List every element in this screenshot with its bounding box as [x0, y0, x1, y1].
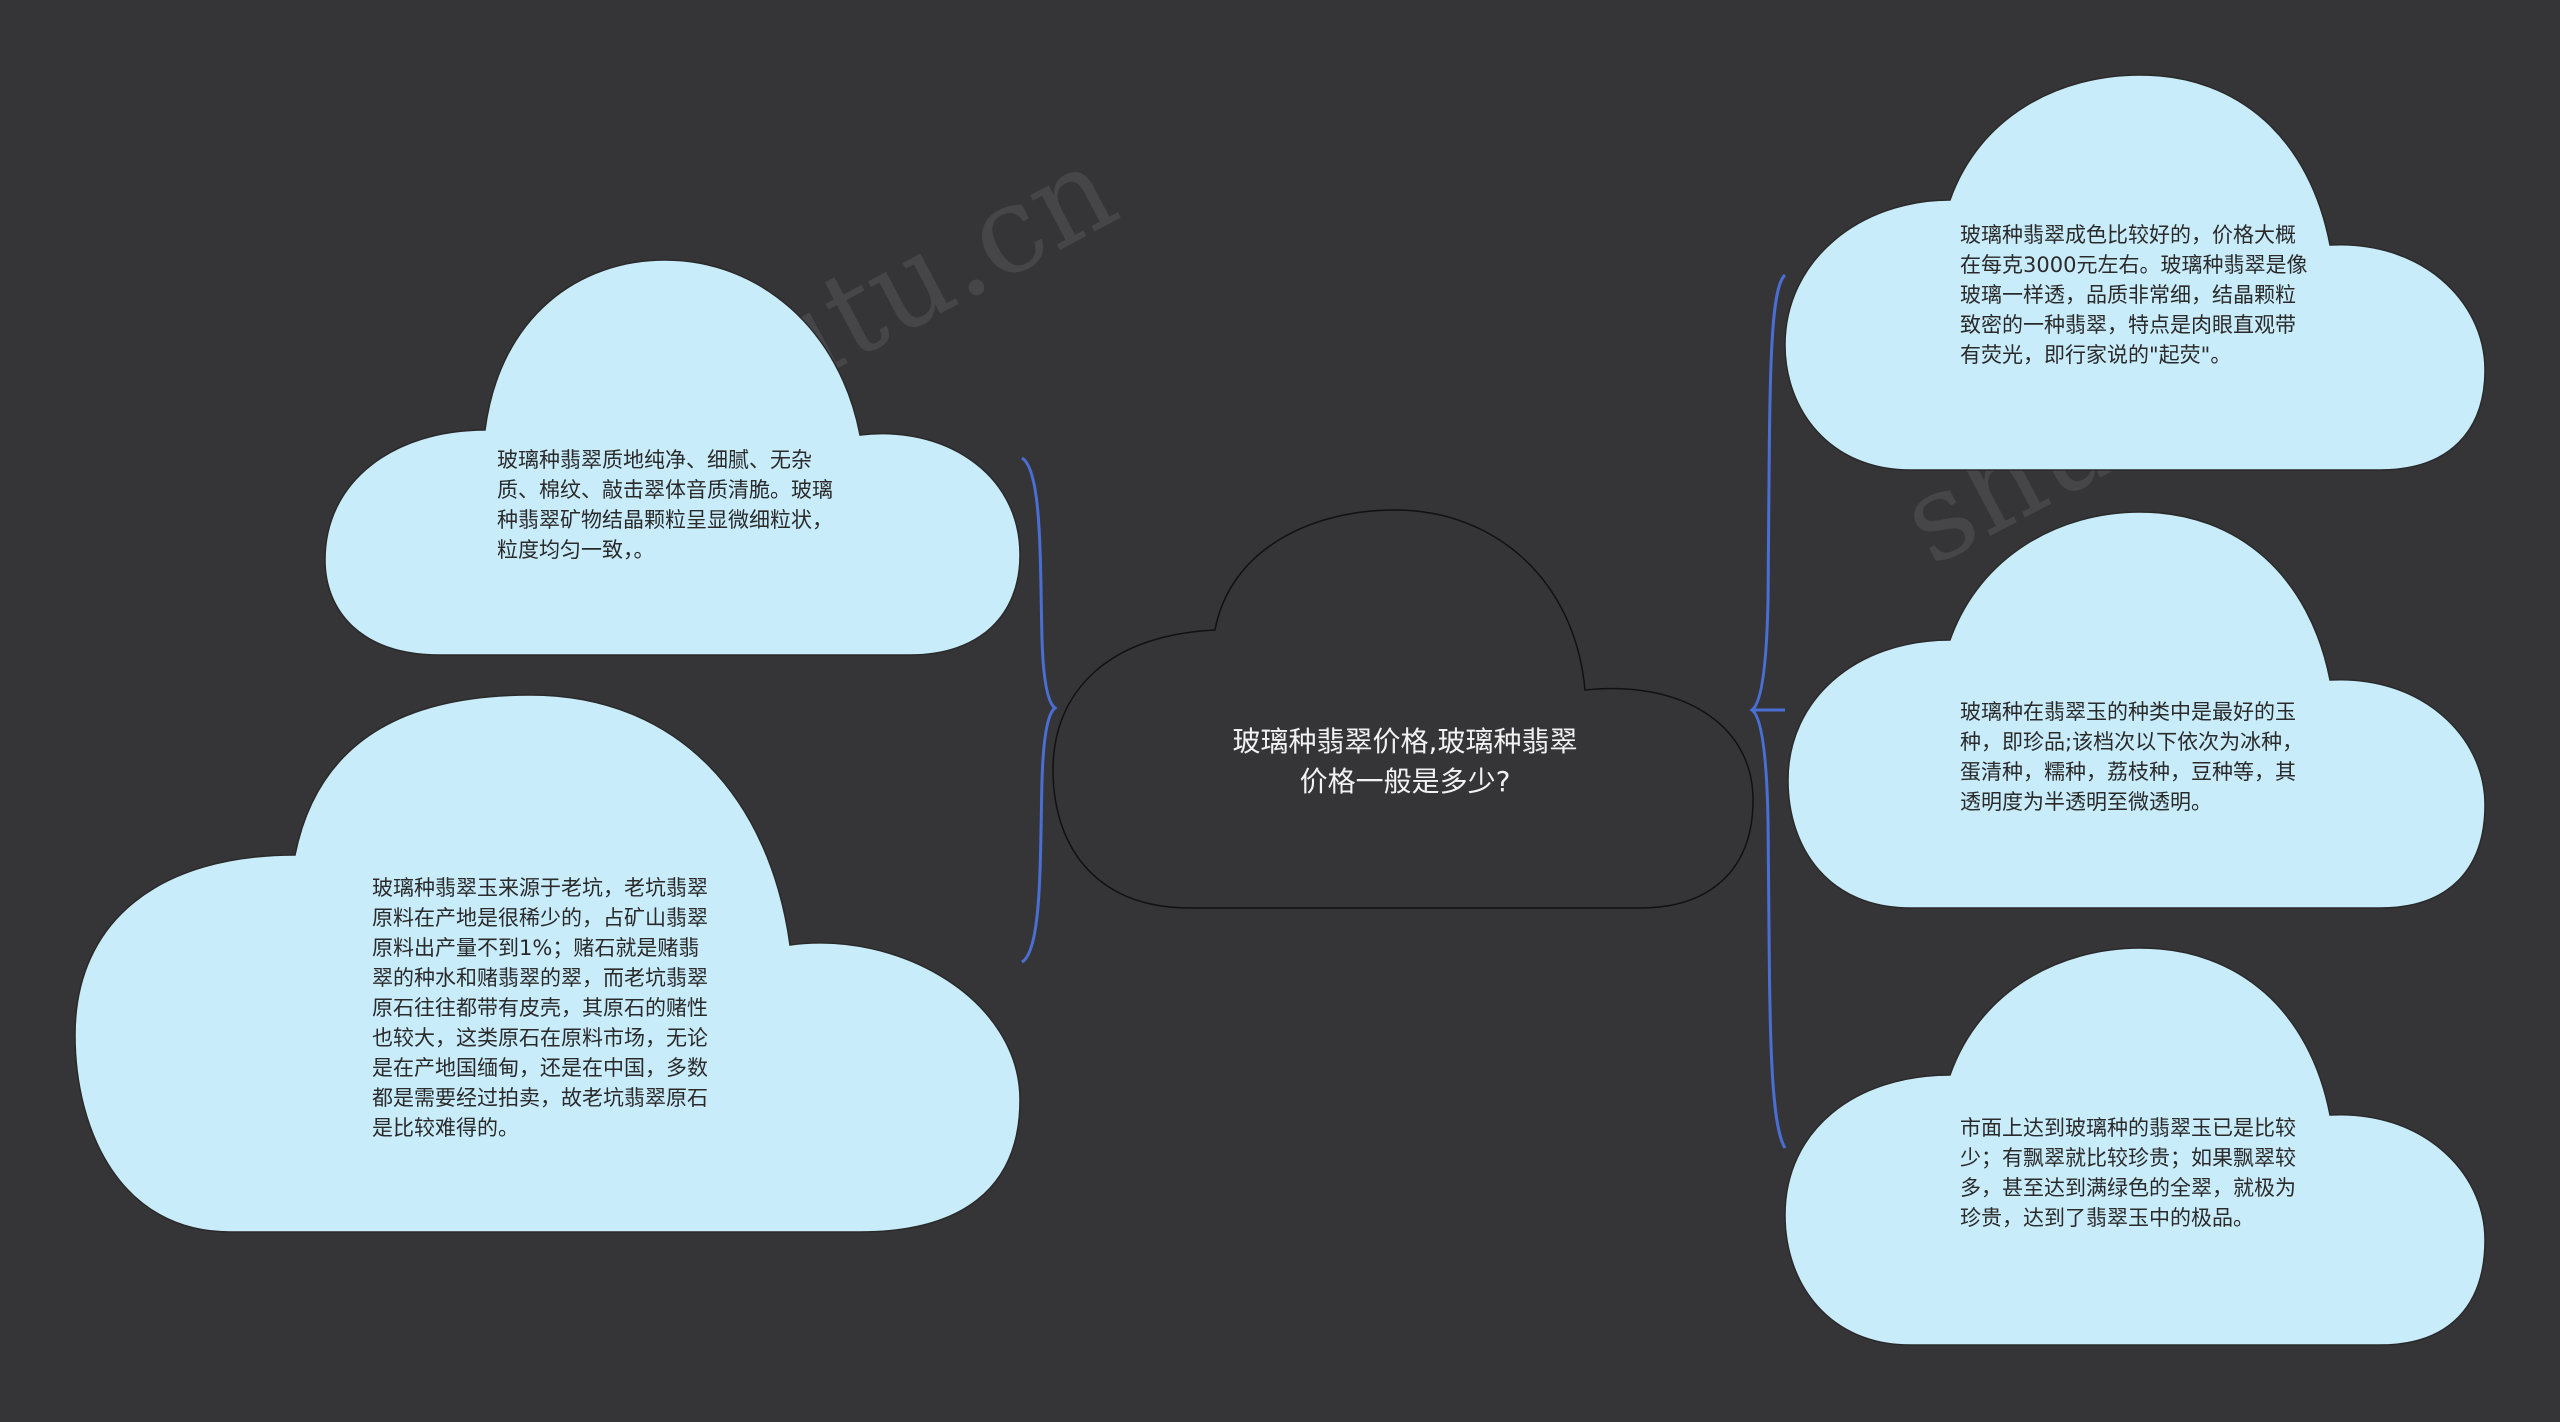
cloud-left-top	[324, 259, 1021, 656]
node-right-top[interactable]: 玻璃种翡翠成色比较好的，价格大概在每克3000元左右。玻璃种翡翠是像玻璃一样透，…	[1960, 223, 2308, 367]
center-topic[interactable]: 玻璃种翡翠价格,玻璃种翡翠价格一般是多少?	[1232, 725, 1578, 798]
cloud-left-bottom	[74, 694, 1021, 1233]
node-right-bottom[interactable]: 市面上达到玻璃种的翡翠玉已是比较少；有飘翠就比较珍贵；如果飘翠较多，甚至达到满绿…	[1960, 1116, 2296, 1230]
cloud-right-bottom	[1784, 947, 2486, 1346]
node-right-middle[interactable]: 玻璃种在翡翠玉的种类中是最好的玉种，即珍品;该档次以下依次为冰种，蛋清种，糯种，…	[1960, 700, 2304, 814]
cloud-right-top	[1784, 74, 2486, 471]
node-left-bottom[interactable]: 玻璃种翡翠玉来源于老坑，老坑翡翠原料在产地是很稀少的，占矿山翡翠原料出产量不到1…	[372, 876, 708, 1140]
cloud-right-middle	[1787, 511, 2486, 909]
cloud-center	[1052, 509, 1754, 909]
left-connector	[1021, 456, 1058, 964]
node-left-top[interactable]: 玻璃种翡翠质地纯净、细腻、无杂质、棉纹、敲击翠体音质清脆。玻璃种翡翠矿物结晶颗粒…	[497, 448, 833, 562]
